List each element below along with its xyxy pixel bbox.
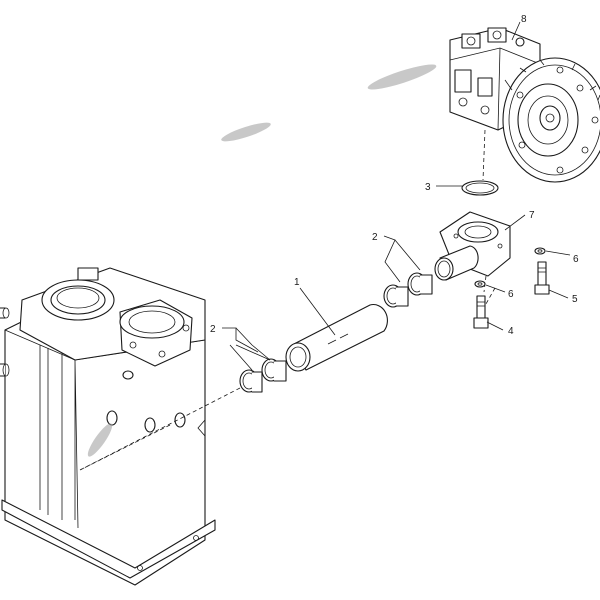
bolt-long: [534, 261, 550, 295]
o-ring: [461, 180, 499, 196]
callout-2-right: 2: [372, 232, 378, 243]
callout-6-upper: 6: [573, 254, 579, 265]
callout-labels: 1 2 2 3 4 5 6 6 7 8: [210, 14, 579, 337]
callout-1: 1: [294, 277, 300, 288]
tank-filler-ring: [41, 279, 115, 321]
callout-5: 5: [572, 294, 578, 305]
callout-6-lower: 6: [508, 289, 514, 300]
hydraulic-tank: [0, 267, 216, 586]
watermark-blur: [87, 64, 437, 457]
connection-line-tank-2: [79, 424, 171, 471]
hydraulic-pump: [449, 27, 600, 183]
leader-lines: [222, 21, 571, 371]
hose-clamp-left-2: [261, 358, 287, 382]
washer-lower: [474, 280, 486, 288]
callout-7: 7: [529, 210, 535, 221]
hose-clamp-right-1: [383, 284, 409, 308]
callout-8: 8: [521, 14, 527, 25]
hose-clamp-right-2: [407, 272, 433, 296]
suction-elbow: [434, 211, 511, 281]
callout-4: 4: [508, 326, 514, 337]
bolt-short: [473, 295, 489, 329]
connection-line-oring: [482, 129, 486, 181]
tank-side-pipes: [0, 307, 10, 377]
washer-upper: [534, 247, 546, 255]
suction-hose: [285, 303, 388, 372]
callout-3: 3: [425, 182, 431, 193]
pump-flywheel-housing: [502, 57, 600, 183]
hose-clamp-left-1: [239, 369, 263, 393]
tank-suction-port: [119, 299, 193, 367]
callout-2-left: 2: [210, 324, 216, 335]
